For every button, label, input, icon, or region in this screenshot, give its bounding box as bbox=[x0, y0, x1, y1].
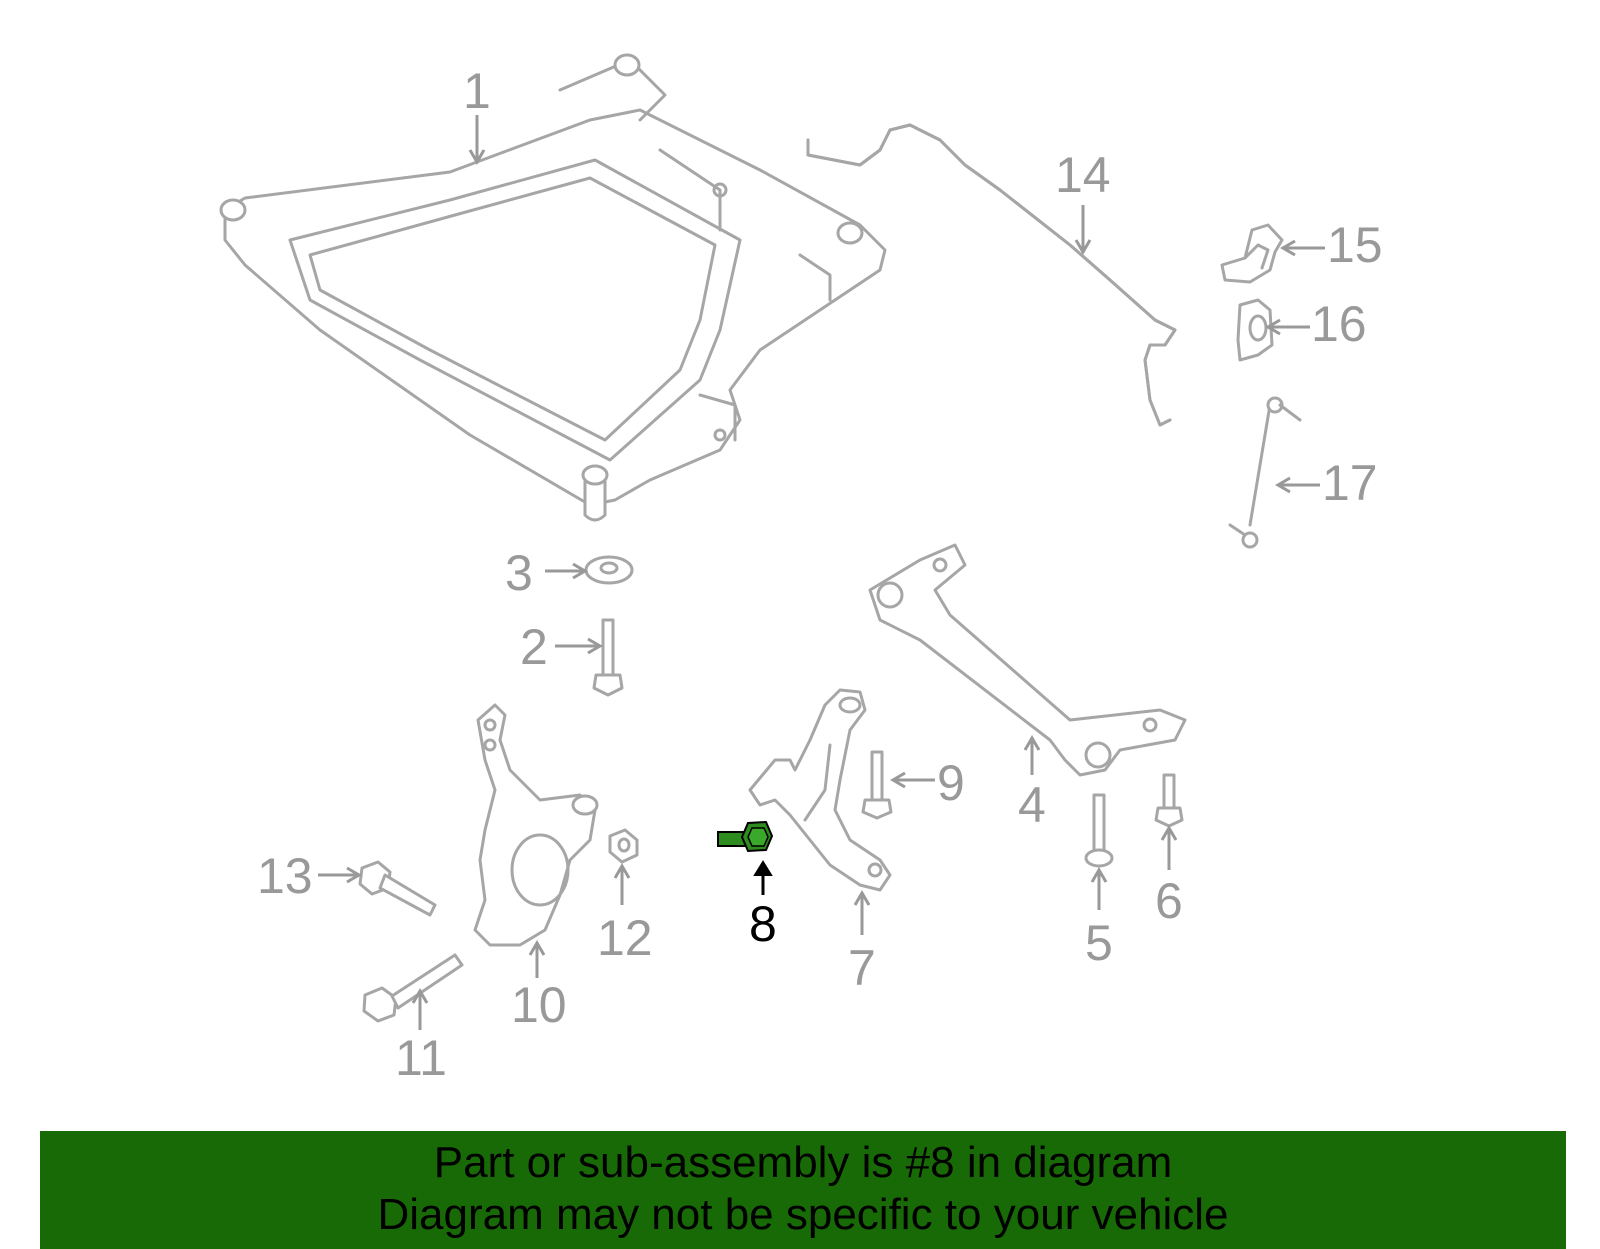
callout-6[interactable]: 6 bbox=[1155, 873, 1183, 929]
part-6-bolt[interactable] bbox=[1154, 773, 1184, 828]
callout-2[interactable]: 2 bbox=[520, 619, 548, 675]
part-13-bolt[interactable] bbox=[358, 860, 437, 917]
callout-labels: 1 2 3 4 5 6 7 8 9 10 11 12 13 14 15 16 1… bbox=[257, 63, 1383, 1086]
callout-arrows bbox=[318, 115, 1325, 1030]
part-17-stabilizer-link[interactable] bbox=[1228, 396, 1302, 549]
callout-5[interactable]: 5 bbox=[1085, 915, 1113, 971]
callout-17[interactable]: 17 bbox=[1322, 455, 1378, 511]
part-1-crossmember[interactable] bbox=[219, 53, 887, 522]
callout-14[interactable]: 14 bbox=[1055, 147, 1111, 203]
banner-line-1: Part or sub-assembly is #8 in diagram bbox=[433, 1138, 1173, 1187]
banner-line-2: Diagram may not be specific to your vehi… bbox=[377, 1190, 1229, 1239]
callout-9[interactable]: 9 bbox=[937, 755, 965, 811]
parts-diagram: 1 2 3 4 5 6 7 8 9 10 11 12 13 14 15 16 1… bbox=[219, 53, 1383, 1086]
callout-10[interactable]: 10 bbox=[511, 977, 567, 1033]
part-15-bracket[interactable] bbox=[1220, 223, 1284, 284]
callout-7[interactable]: 7 bbox=[848, 940, 876, 996]
part-9-bolt[interactable] bbox=[861, 750, 893, 820]
callout-15[interactable]: 15 bbox=[1327, 217, 1383, 273]
part-7-control-arm[interactable] bbox=[748, 688, 892, 892]
callout-11[interactable]: 11 bbox=[395, 1030, 447, 1086]
part-3-washer[interactable] bbox=[584, 555, 634, 585]
part-16-bushing[interactable] bbox=[1236, 298, 1274, 362]
part-4-member[interactable] bbox=[868, 543, 1187, 777]
callout-1[interactable]: 1 bbox=[463, 63, 491, 119]
callout-16[interactable]: 16 bbox=[1311, 296, 1367, 352]
part-14-stabilizer-bar[interactable] bbox=[806, 123, 1177, 427]
part-5-bolt[interactable] bbox=[1084, 793, 1114, 868]
part-12-nut[interactable] bbox=[608, 828, 639, 864]
part-11-bolt[interactable] bbox=[362, 953, 464, 1023]
callout-8[interactable]: 8 bbox=[749, 896, 777, 952]
callout-3[interactable]: 3 bbox=[505, 545, 533, 601]
part-2-bolt[interactable] bbox=[592, 618, 624, 697]
callout-4[interactable]: 4 bbox=[1018, 777, 1046, 833]
callout-12[interactable]: 12 bbox=[597, 910, 653, 966]
part-10-knuckle[interactable] bbox=[473, 703, 599, 947]
info-banner: Part or sub-assembly is #8 in diagram Di… bbox=[40, 1131, 1566, 1249]
callout-13[interactable]: 13 bbox=[257, 848, 313, 904]
part-8-bolt[interactable] bbox=[717, 820, 774, 853]
